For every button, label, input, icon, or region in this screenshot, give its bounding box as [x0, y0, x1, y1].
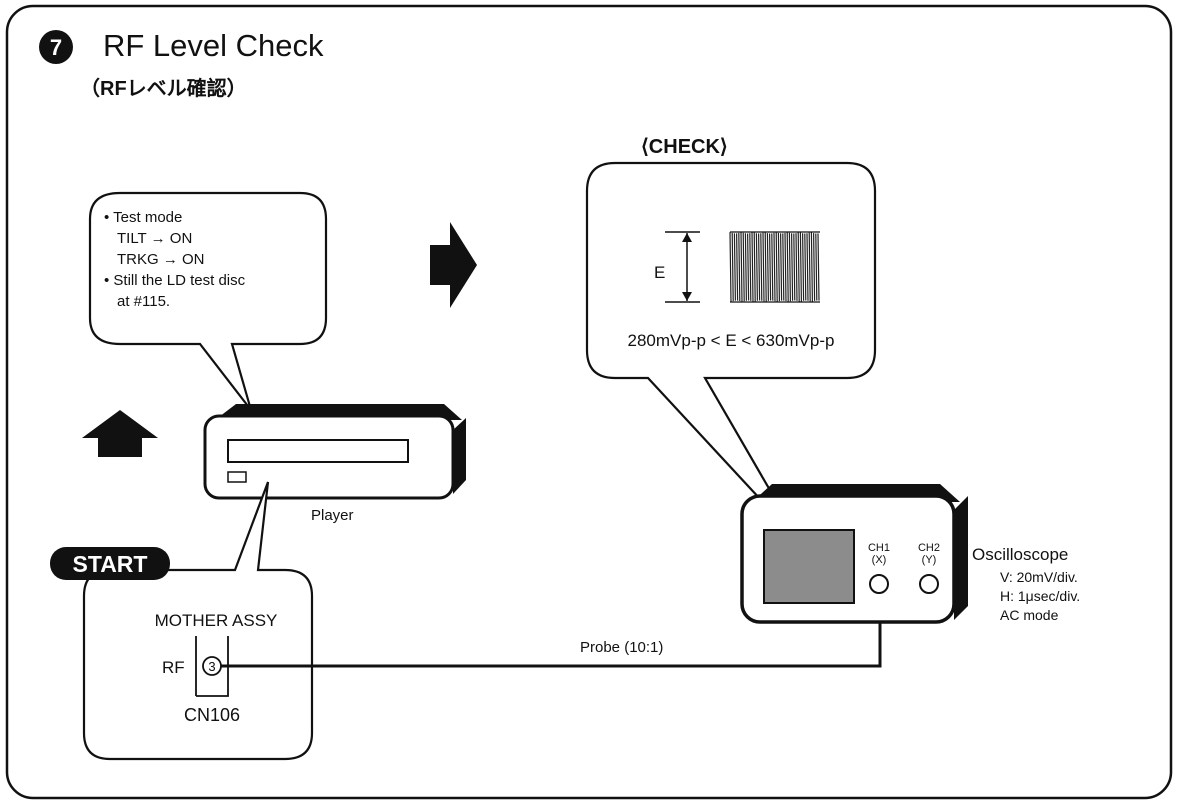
- scope-setting-coupling: AC mode: [1000, 607, 1059, 623]
- scope-side: [954, 496, 968, 620]
- header: 7 RF Level Check （RFレベル確認）: [39, 28, 324, 100]
- player-device: Player: [203, 404, 466, 524]
- connector-name: CN106: [184, 705, 240, 725]
- step-number: 7: [50, 35, 62, 60]
- amplitude-arrow-up: [682, 233, 692, 242]
- bubble-line-1: • Test mode: [104, 209, 182, 226]
- bubble-line-4: • Still the LD test disc: [104, 272, 246, 289]
- ch2-sublabel: (Y): [922, 554, 937, 566]
- page-title: RF Level Check: [103, 28, 324, 63]
- scope-setting-time: H: 1μsec/div.: [1000, 588, 1080, 604]
- ch1-sublabel: (X): [872, 554, 887, 566]
- board-name: MOTHER ASSY: [155, 611, 278, 630]
- ch2-label: CH2: [918, 542, 940, 554]
- connector-outline: [195, 636, 229, 697]
- check-heading: ⟨CHECK⟩: [641, 136, 728, 158]
- rf-waveform-lines: [729, 232, 820, 302]
- right-arrow-icon: [430, 222, 477, 308]
- page-subtitle: （RFレベル確認）: [80, 76, 247, 100]
- probe-label: Probe (10:1): [580, 639, 663, 656]
- check-bubble: ⟨CHECK⟩ E 280mVp-p < E < 630mVp-p: [585, 136, 877, 543]
- rf-waveform-envelope: [730, 231, 820, 303]
- oscilloscope-name: Oscilloscope: [972, 545, 1068, 564]
- bubble-line-2: TILT → ON: [117, 230, 192, 247]
- check-condition: 280mVp-p < E < 630mVp-p: [628, 331, 835, 350]
- player-label: Player: [311, 507, 354, 524]
- power-button: [227, 471, 247, 483]
- scope-screen: [763, 529, 855, 604]
- step-badge: [39, 30, 73, 64]
- callout-outline: [82, 481, 314, 761]
- pin-number: 3: [208, 659, 215, 674]
- oscilloscope-device: CH1 (X) CH2 (Y) Oscilloscope V: 20mV/div…: [740, 484, 1080, 624]
- ch1-input-jack: [869, 574, 889, 594]
- amplitude-label: E: [654, 263, 665, 282]
- bubble-outline: [88, 191, 328, 411]
- ch1-label: CH1: [868, 542, 890, 554]
- start-label: START: [73, 551, 148, 577]
- amplitude-arrow-down: [682, 292, 692, 301]
- disc-tray: [227, 439, 409, 463]
- up-arrow-icon: [82, 410, 158, 457]
- outer-frame: [5, 4, 1173, 800]
- scope-setting-voltage: V: 20mV/div.: [1000, 569, 1078, 585]
- ch2-input-jack: [919, 574, 939, 594]
- bubble-line-5: at #115.: [117, 293, 170, 310]
- rf-waveform: [729, 231, 820, 303]
- settings-bubble: • Test mode TILT → ON TRKG → ON • Still …: [88, 191, 328, 411]
- start-badge: [50, 547, 170, 580]
- player-side: [453, 418, 466, 494]
- bubble-line-3: TRKG → ON: [117, 251, 205, 268]
- mother-assy-callout: START MOTHER ASSY 3 RF CN106: [50, 481, 314, 761]
- pin-label: RF: [162, 658, 185, 677]
